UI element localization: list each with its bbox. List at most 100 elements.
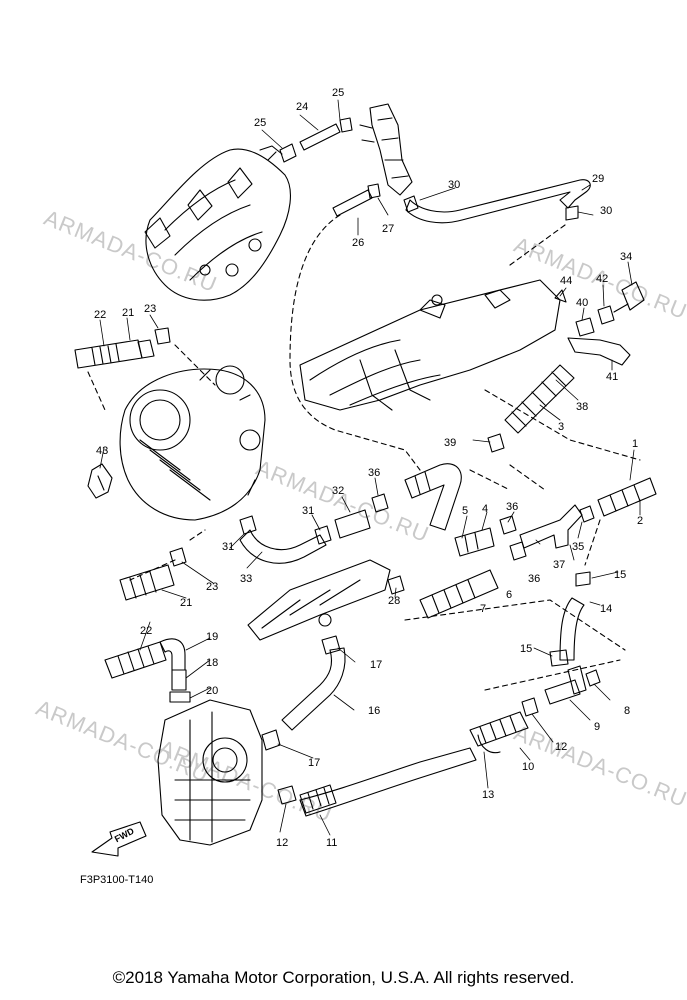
callout-26: 26	[352, 237, 364, 249]
callout-43: 43	[96, 445, 108, 457]
callout-8: 8	[624, 705, 630, 717]
hose-21-lower	[119, 564, 175, 601]
bracket-41	[567, 337, 631, 366]
clamp-25-right	[339, 117, 353, 133]
callout-39: 39	[444, 437, 456, 449]
callout-12: 12	[555, 741, 567, 753]
clamp-15-upper	[575, 571, 591, 587]
clamp-31-left	[239, 515, 257, 535]
callout-36: 36	[368, 467, 380, 479]
callout-30: 30	[600, 205, 612, 217]
callout-22: 22	[140, 625, 152, 637]
clamp-23-upper	[154, 327, 171, 345]
fwd-arrow-icon	[91, 821, 147, 857]
y-joint-37	[519, 504, 583, 549]
hose-11	[299, 747, 477, 817]
clamp-30-left	[403, 195, 419, 213]
callout-19: 19	[206, 631, 218, 643]
fitting-34	[613, 281, 645, 313]
clamp-12-left	[277, 785, 297, 805]
clamp-25-left	[279, 143, 297, 163]
callout-42: 42	[596, 273, 608, 285]
callout-22: 22	[94, 309, 106, 321]
hose-16	[281, 647, 346, 731]
clamp-35	[579, 505, 595, 523]
callout-14: 14	[600, 603, 612, 615]
dashed-link	[289, 214, 421, 471]
callout-4: 4	[482, 503, 488, 515]
clamp-36-a	[371, 493, 389, 513]
muffler-box	[299, 279, 561, 411]
callout-27: 27	[382, 223, 394, 235]
callout-23: 23	[144, 303, 156, 315]
callout-36: 36	[506, 501, 518, 513]
clamp-36-c	[509, 541, 527, 561]
hose-38	[504, 364, 575, 434]
callout-15: 15	[520, 643, 532, 655]
callout-32: 32	[332, 485, 344, 497]
callout-44: 44	[560, 275, 572, 287]
fitting-44	[554, 289, 567, 303]
clamp-30-right	[565, 205, 579, 221]
callout-17: 17	[370, 659, 382, 671]
clamp-17-lower	[261, 729, 281, 751]
callout-15: 15	[614, 569, 626, 581]
fitting-8	[585, 669, 601, 687]
callout-1: 1	[632, 438, 638, 450]
callout-35: 35	[572, 541, 584, 553]
callout-30: 30	[448, 179, 460, 191]
callout-36: 36	[528, 573, 540, 585]
callout-25: 25	[332, 87, 344, 99]
clamp-12-right	[521, 697, 539, 717]
fitting-bracket	[359, 103, 413, 196]
callout-31: 31	[302, 505, 314, 517]
hose-32	[334, 509, 371, 539]
pump-housing	[157, 699, 263, 846]
hose-29	[405, 179, 591, 224]
callout-28: 28	[388, 595, 400, 607]
hose-7	[419, 569, 499, 619]
clamp-15-lower	[549, 649, 569, 667]
copyright-notice: ©2018 Yamaha Motor Corporation, U.S.A. A…	[112, 968, 575, 987]
callout-17: 17	[308, 757, 320, 769]
callout-2: 2	[637, 515, 643, 527]
hose-5	[404, 463, 462, 531]
callout-10: 10	[522, 761, 534, 773]
clamp-27	[367, 183, 381, 199]
hose-24	[299, 123, 341, 151]
fitting-9	[544, 665, 587, 705]
callout-18: 18	[206, 657, 218, 669]
callout-38: 38	[576, 401, 588, 413]
callout-20: 20	[206, 685, 218, 697]
callout-12: 12	[276, 837, 288, 849]
callout-21: 21	[122, 307, 134, 319]
clamp-39	[487, 433, 505, 453]
callout-13: 13	[482, 789, 494, 801]
callout-3: 3	[558, 421, 564, 433]
callout-23: 23	[206, 581, 218, 593]
callout-16: 16	[368, 705, 380, 717]
callout-41: 41	[606, 371, 618, 383]
exhaust-manifold	[144, 145, 291, 301]
callout-29: 29	[592, 173, 604, 185]
clamp-31-right	[314, 525, 332, 545]
callout-37: 37	[553, 559, 565, 571]
hose-33	[239, 529, 327, 564]
cooling-manifold	[247, 559, 391, 641]
callout-40: 40	[576, 297, 588, 309]
clamp-21-upper	[137, 339, 155, 359]
hose-22-lower	[104, 641, 167, 679]
clamp-17-upper	[321, 635, 341, 655]
callout-25: 25	[254, 117, 266, 129]
hose-4	[454, 527, 495, 557]
callout-11: 11	[326, 837, 337, 849]
hose-18	[171, 669, 187, 691]
hose-22-upper	[74, 339, 143, 369]
reference-code: F3P3100-T140	[80, 874, 154, 886]
callout-7: 7	[480, 603, 486, 615]
callout-34: 34	[620, 251, 632, 263]
clamp-13	[477, 734, 501, 754]
callout-31: 31	[222, 541, 234, 553]
fitting-40	[575, 317, 595, 337]
